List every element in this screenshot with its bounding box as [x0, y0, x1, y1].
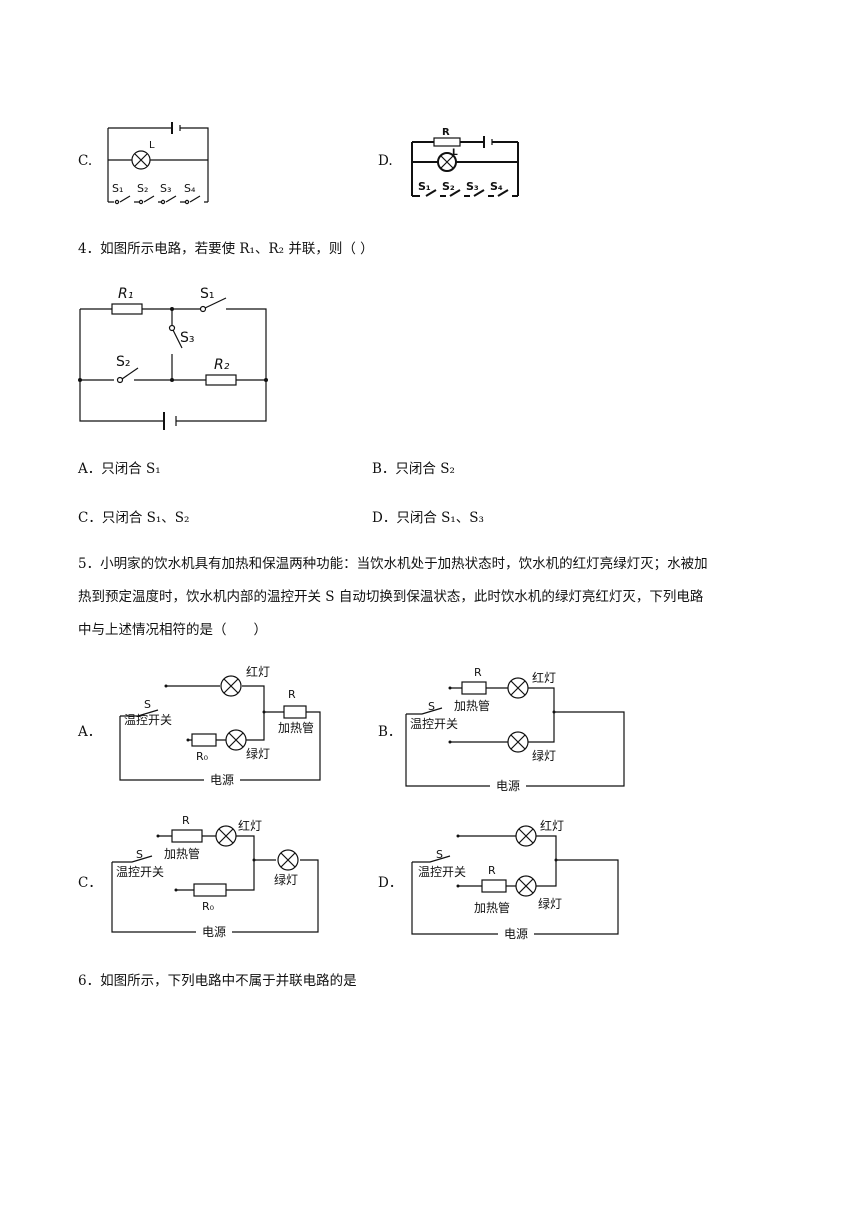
s2-label: S₂ [442, 180, 455, 193]
q3-circuit-d: R L S₁ S₂ S₃ S₄ [411, 127, 519, 197]
q4-option-c[interactable]: C．只闭合 S₁、S₂ [78, 510, 190, 526]
q5-option-b-label[interactable]: B． [378, 724, 402, 740]
resistor-label: R [442, 127, 450, 138]
q5-option-d-label[interactable]: D． [378, 875, 403, 891]
switch-label: 温控开关 [418, 865, 466, 879]
lamp-label: L [452, 148, 458, 158]
s2-label: S₂ [137, 182, 148, 195]
switch-s-label: S [136, 848, 143, 861]
green-lamp-label: 绿灯 [538, 896, 562, 911]
q3-option-c-label[interactable]: C. [78, 153, 93, 169]
q4-stem: 4．如图所示电路，若要使 R₁、R₂ 并联，则（ ） [78, 241, 374, 257]
resistor-r-label: R [288, 688, 296, 701]
s1-label: S₁ [418, 180, 431, 193]
switch-label: 温控开关 [124, 713, 172, 727]
q5-option-a-label[interactable]: A． [78, 724, 102, 740]
q3-option-d-label[interactable]: D. [378, 153, 393, 169]
switch-s-label: S [428, 700, 435, 713]
s3-label: S₃ [180, 330, 195, 346]
green-lamp-label: 绿灯 [246, 746, 270, 761]
s2-label: S₂ [116, 354, 131, 370]
power-label: 电源 [504, 927, 528, 941]
green-lamp-label: 绿灯 [532, 748, 556, 763]
r1-resistor [111, 303, 143, 315]
resistor-r0-label: R₀ [202, 900, 215, 913]
lamp-symbol [437, 152, 457, 172]
s4-label: S₄ [184, 182, 196, 195]
q4-circuit: R₁ S₁ S₃ S₂ R₂ [78, 286, 268, 430]
q5-stem-line2: 热到预定温度时，饮水机内部的温控开关 S 自动切换到保温状态，此时饮水机的绿灯亮… [78, 589, 704, 605]
red-lamp-label: 红灯 [238, 818, 262, 833]
q5-stem-line3: 中与上述情况相符的是（ ） [78, 622, 267, 638]
heater-label: 加热管 [474, 900, 510, 915]
resistor-r-label: R [488, 864, 496, 877]
r2-label: R₂ [214, 357, 230, 373]
q4-option-a[interactable]: A．只闭合 S₁ [78, 461, 161, 477]
red-lamp-label: 红灯 [532, 670, 556, 685]
s3-label: S₃ [466, 180, 479, 193]
red-lamp-label: 红灯 [246, 664, 270, 679]
power-label: 电源 [496, 779, 520, 793]
resistor-r-label: R [474, 666, 482, 679]
power-label: 电源 [210, 773, 234, 787]
q5-circuit-c: S 温控开关 R 加热管 红灯 绿灯 R₀ 电源 [111, 814, 319, 939]
lamp-label: L [149, 140, 155, 151]
q4-option-b[interactable]: B．只闭合 S₂ [372, 461, 455, 477]
switch-label: 温控开关 [116, 865, 164, 879]
s1-label: S₁ [112, 182, 123, 195]
q4-option-d[interactable]: D．只闭合 S₁、S₃ [372, 510, 484, 526]
q3-circuit-c: L S₁ S₂ S₃ S₄ [107, 122, 209, 205]
q5-circuit-a: S 温控开关 红灯 R 加热管 R₀ 绿灯 电源 [119, 664, 321, 787]
q5-circuit-b: S 温控开关 R 加热管 红灯 绿灯 电源 [405, 666, 625, 793]
heater-label: 加热管 [454, 698, 490, 713]
resistor-r0-label: R₀ [196, 750, 209, 763]
q5-option-c-label[interactable]: C． [78, 875, 102, 891]
r2-resistor [205, 374, 237, 386]
heater-label: 加热管 [278, 720, 314, 735]
q6-stem: 6．如图所示，下列电路中不属于并联电路的是 [78, 973, 357, 989]
resistor-r-label: R [182, 814, 190, 827]
q5-stem-line1: 5．小明家的饮水机具有加热和保温两种功能：当饮水机处于加热状态时，饮水机的红灯亮… [78, 556, 708, 572]
r1-label: R₁ [118, 286, 133, 302]
red-lamp-label: 红灯 [540, 818, 564, 833]
lamp-symbol [131, 150, 151, 170]
switch-s-label: S [436, 848, 443, 861]
s3-label: S₃ [160, 182, 171, 195]
heater-label: 加热管 [164, 846, 200, 861]
green-lamp-label: 绿灯 [274, 872, 298, 887]
s1-label: S₁ [200, 286, 215, 302]
power-label: 电源 [202, 925, 226, 939]
q5-circuit-d: S 温控开关 红灯 R 加热管 绿灯 电源 [411, 818, 619, 941]
resistor-symbol [433, 137, 461, 147]
s4-label: S₄ [490, 180, 503, 193]
switch-s-label: S [144, 698, 151, 711]
switch-label: 温控开关 [410, 717, 458, 731]
